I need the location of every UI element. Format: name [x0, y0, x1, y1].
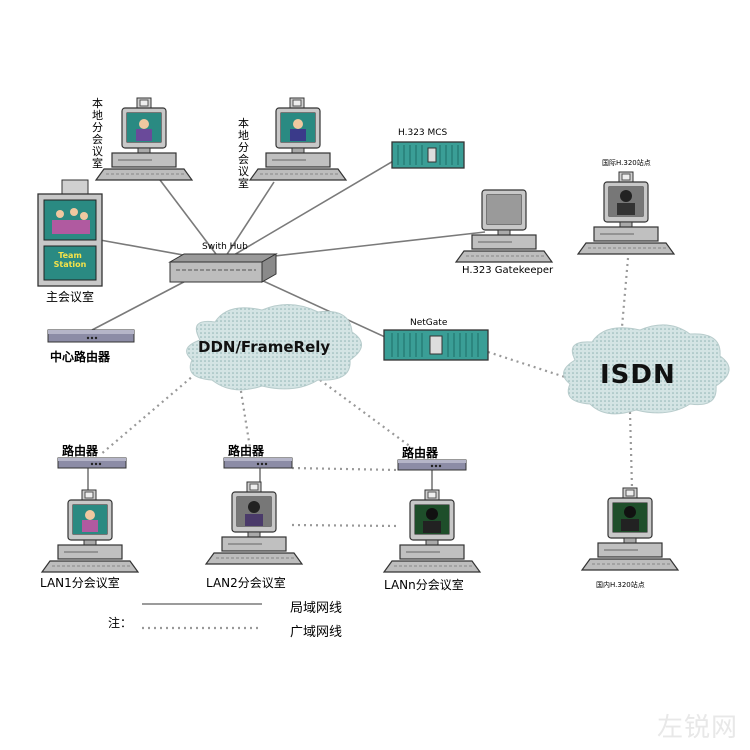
intl-station-pc	[577, 171, 675, 255]
isdn-cloud-label: ISDN	[600, 360, 676, 390]
local-room-2-pc	[249, 97, 347, 181]
local-room-1-label: 本地分会议室	[92, 97, 103, 170]
mcs-label: H.323 MCS	[398, 128, 448, 138]
wan-line-lan2-lann	[291, 523, 399, 528]
lann-pc	[383, 489, 481, 573]
router-1-label: 路由器	[62, 444, 99, 458]
lann-label: LANn分会议室	[384, 578, 464, 592]
wan-lines	[99, 257, 634, 630]
main-room-label: 主会议室	[46, 290, 95, 304]
isdn-cloud	[563, 324, 730, 415]
wan-line-isdn-domestic	[628, 411, 634, 489]
local-room-1-pc	[95, 97, 193, 181]
local-room-2-label: 本地分会议室	[238, 117, 249, 190]
lan-line-local-room-2	[221, 181, 275, 263]
wan-line-lan1	[99, 369, 201, 456]
wan-line-lan2	[238, 384, 252, 449]
ddn-cloud-label: DDN/FrameRely	[198, 338, 331, 356]
ddn-cloud	[186, 304, 362, 391]
netgate-device	[383, 329, 489, 361]
domestic-station-label: 国内H.320站点	[596, 581, 645, 589]
mcs-device	[391, 141, 465, 169]
center-router	[47, 329, 135, 343]
gatekeeper-label: H.323 Gatekeeper	[462, 265, 554, 276]
wan-line-lann	[319, 379, 416, 451]
hub-label: Swith Hub	[202, 242, 248, 252]
lan-line-local-room-1	[159, 179, 223, 263]
center-router-label: 中心路由器	[50, 350, 111, 364]
legend-wan-label: 广域网线	[290, 625, 343, 640]
lan2-pc	[205, 481, 303, 565]
netgate-label: NetGate	[410, 318, 448, 328]
domestic-station-pc	[581, 487, 679, 571]
lan1-label: LAN1分会议室	[40, 576, 120, 590]
lan1-pc	[41, 489, 139, 573]
team-station-label: Team Station	[53, 251, 87, 269]
wan-line-netgate-isdn	[487, 350, 569, 380]
router-2-label: 路由器	[228, 444, 265, 458]
router-n-label: 路由器	[402, 446, 439, 460]
switch-hub	[168, 253, 278, 283]
router-2-device	[223, 457, 293, 469]
watermark: 左锐网	[656, 713, 738, 743]
lan2-label: LAN2分会议室	[206, 576, 286, 590]
gatekeeper-pc	[455, 189, 553, 263]
team-station	[37, 179, 103, 287]
legend-note-label: 注：	[108, 616, 133, 630]
intl-station-label: 国际H.320站点	[602, 159, 651, 167]
router-n-device	[397, 459, 467, 471]
wan-line-router2-routern	[291, 466, 399, 472]
router-1-device	[57, 457, 127, 469]
legend-lan-label: 局域网线	[290, 601, 343, 616]
lan-line-mcs	[221, 159, 396, 263]
